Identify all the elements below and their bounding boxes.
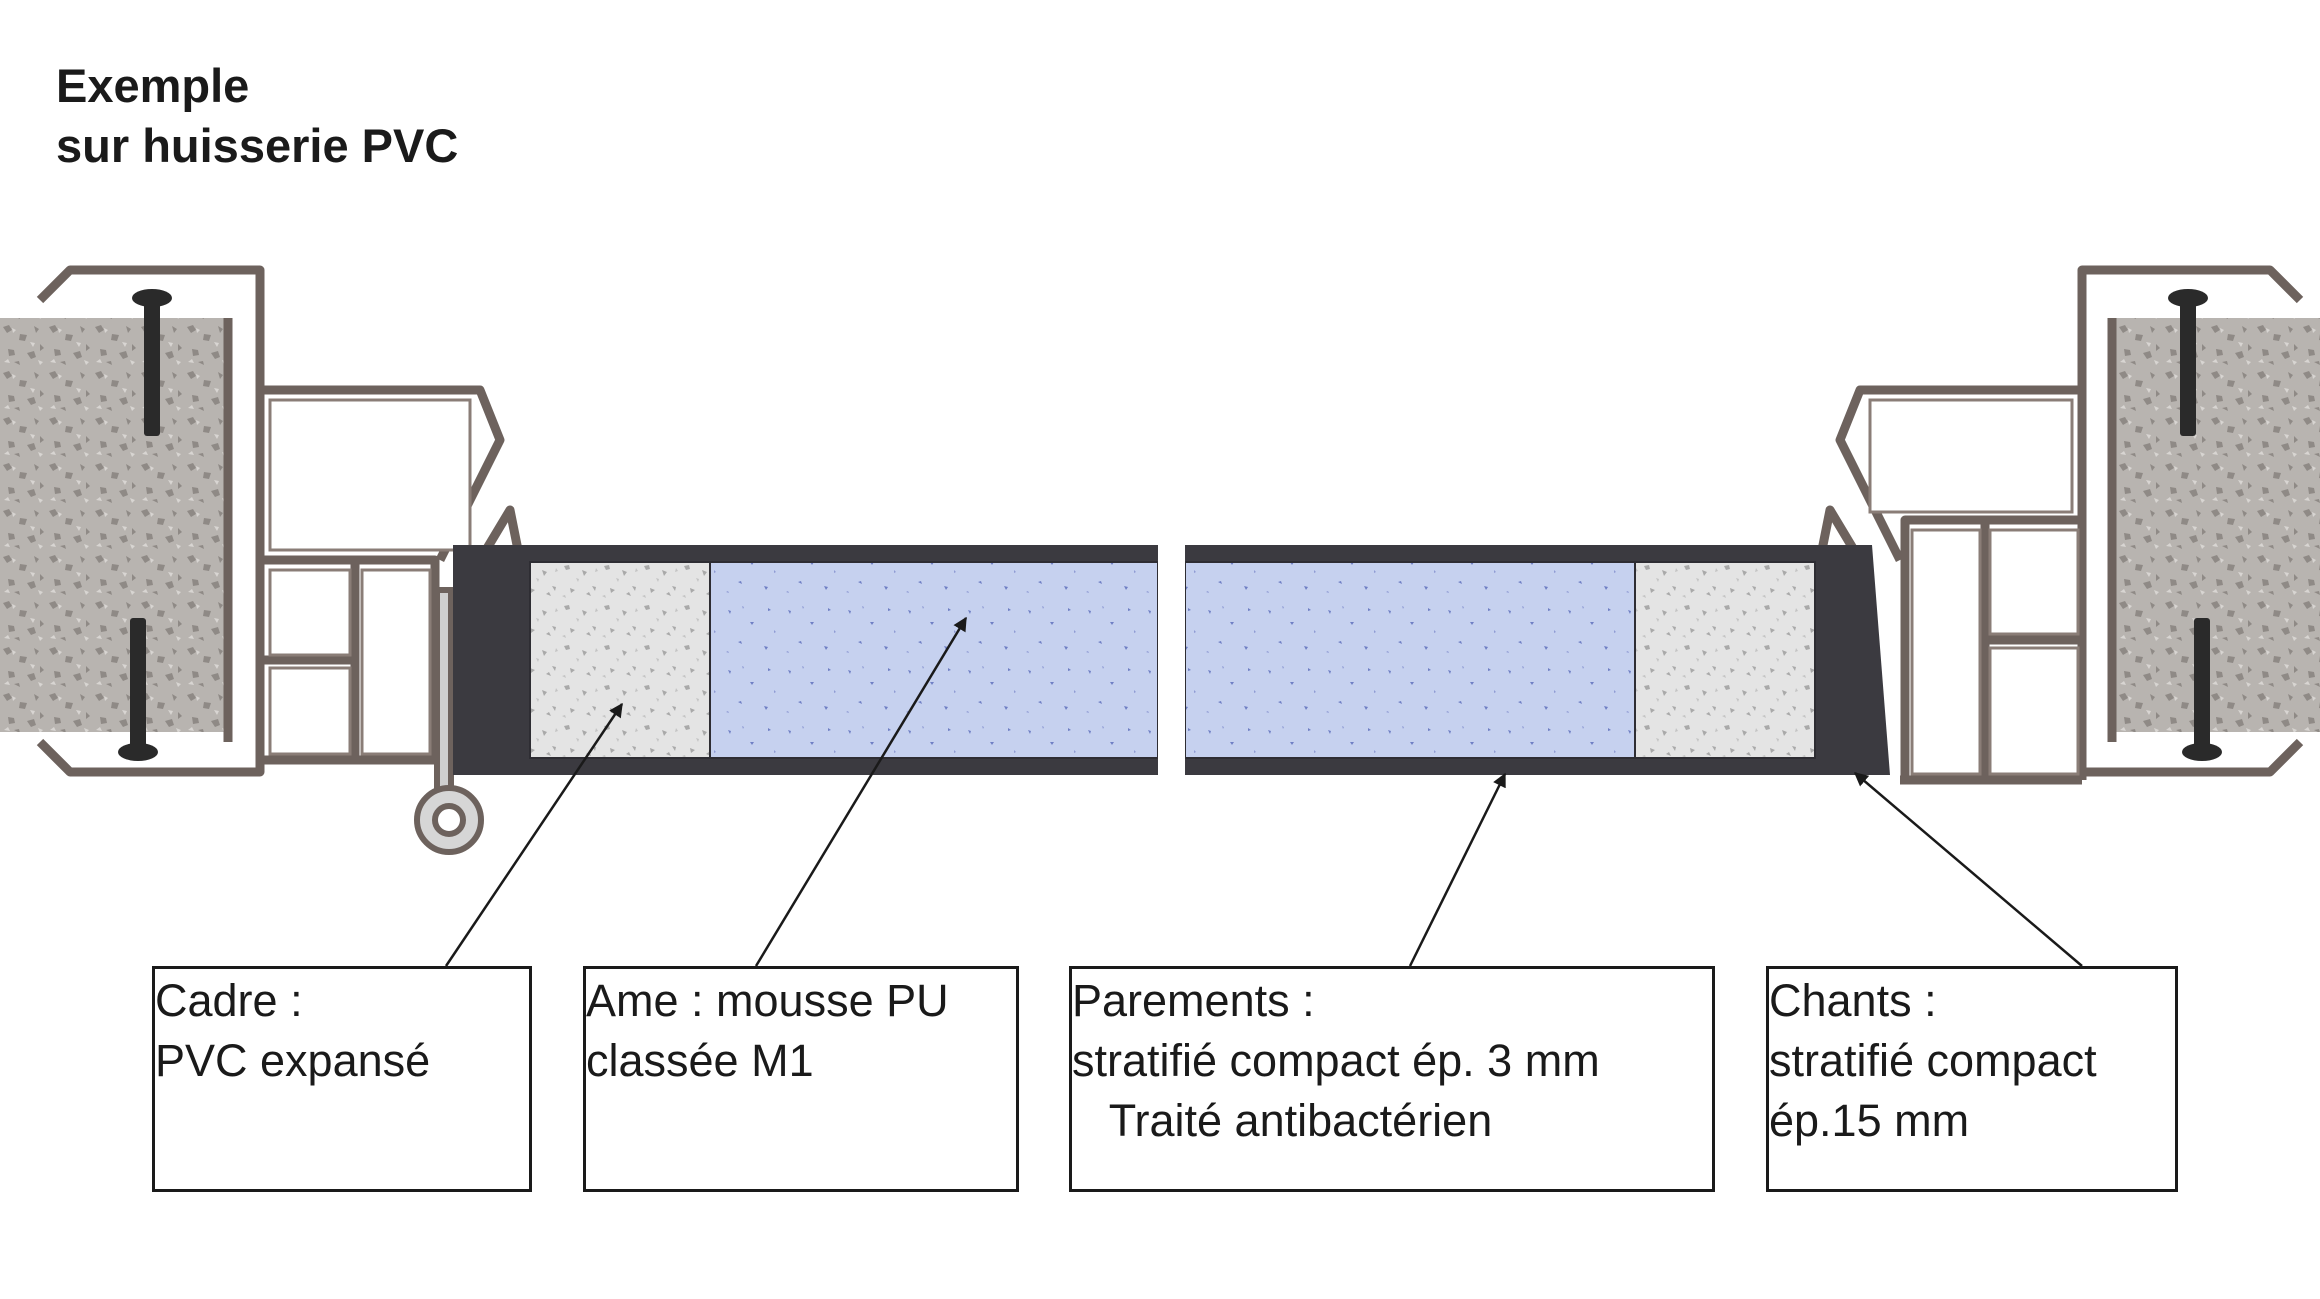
diagram-title: Exemple sur huisserie PVC [56, 56, 458, 176]
title-line-2: sur huisserie PVC [56, 119, 459, 172]
left-jamb-fill [268, 398, 472, 756]
label-parements-line-1: stratifié compact ép. 3 mm [1072, 1035, 1600, 1086]
section-break-gap [1158, 540, 1185, 780]
right-screws [2168, 289, 2222, 761]
left-pu-foam [709, 561, 1159, 759]
label-cadre-line-1: PVC expansé [155, 1035, 431, 1086]
left-screws [118, 289, 172, 761]
label-parements-line-2: Traité antibactérien [1072, 1095, 1493, 1146]
right-pu-foam [1184, 561, 1636, 759]
left-pvc-core [529, 561, 711, 759]
leader-lines [444, 616, 2083, 967]
label-chants-line-2: ép.15 mm [1769, 1095, 1970, 1146]
right-jamb-fill [1868, 398, 2080, 776]
leader-ame [754, 616, 968, 967]
left-hinge [414, 587, 484, 855]
left-wall [0, 318, 228, 732]
door-leaf-left [453, 545, 1159, 775]
title-line-1: Exemple [56, 59, 250, 112]
label-chants: Chants : stratifié compact ép.15 mm [1766, 966, 2178, 1192]
label-ame-line-1: classée M1 [586, 1035, 814, 1086]
door-leaf-right [1184, 545, 1890, 775]
leader-cadre [444, 702, 624, 967]
right-pvc-core [1634, 561, 1816, 759]
label-cadre-heading: Cadre : [155, 975, 303, 1026]
right-wall [2112, 318, 2320, 732]
label-chants-heading: Chants : [1769, 975, 1937, 1026]
label-chants-line-1: stratifié compact [1769, 1035, 2097, 1086]
label-cadre: Cadre : PVC expansé [152, 966, 532, 1192]
label-parements-heading: Parements : [1072, 975, 1315, 1026]
leader-chants [1853, 772, 2083, 967]
leader-parements [1408, 772, 1507, 967]
label-ame: Ame : mousse PU classée M1 [583, 966, 1019, 1192]
label-ame-heading: Ame : mousse PU [586, 975, 949, 1026]
label-parements: Parements : stratifié compact ép. 3 mm T… [1069, 966, 1715, 1192]
